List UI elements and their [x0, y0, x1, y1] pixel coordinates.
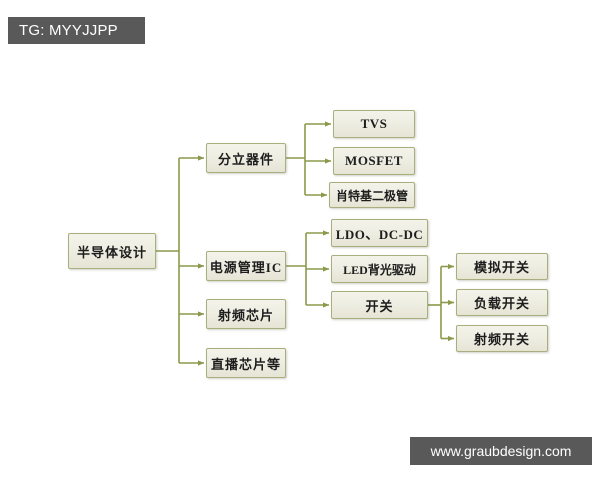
node-schottky: 肖特基二极管: [329, 182, 415, 208]
node-swrf: 射频开关: [456, 325, 548, 352]
node-livechip: 直播芯片等: [206, 348, 286, 378]
watermark-label: www.graubdesign.com: [410, 437, 592, 465]
node-ledbl: LED背光驱动: [331, 255, 428, 283]
node-mosfet: MOSFET: [333, 147, 415, 175]
node-swanalog: 模拟开关: [456, 253, 548, 280]
node-rfchip: 射频芯片: [206, 299, 286, 329]
node-discrete: 分立器件: [206, 143, 286, 173]
tg-tag-badge: TG: MYYJJPP: [8, 17, 145, 44]
node-tvs: TVS: [333, 110, 415, 138]
node-pmic: 电源管理IC: [206, 251, 286, 281]
node-swload: 负载开关: [456, 289, 548, 316]
node-ldodcdc: LDO、DC-DC: [331, 219, 428, 247]
node-root: 半导体设计: [68, 233, 156, 269]
node-switch: 开关: [331, 291, 428, 319]
